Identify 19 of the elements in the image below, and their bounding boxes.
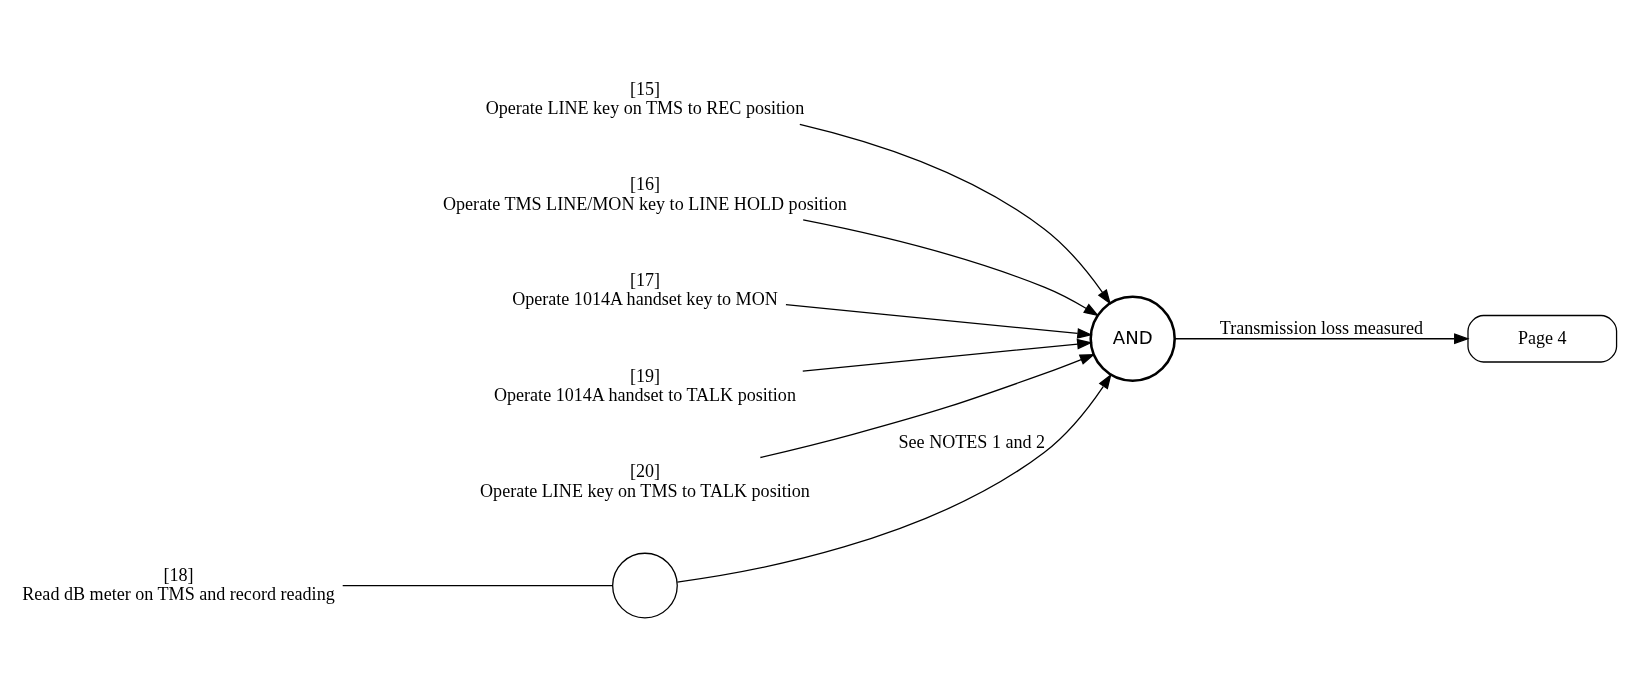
node-text: [16] Operate TMS LINE/MON key to LINE HOLD position <box>443 174 847 214</box>
node-text: [18] Read dB meter on TMS and record reading <box>22 564 335 604</box>
node-text: [20] Operate LINE key on TMS to TALK position <box>480 461 810 501</box>
arrow <box>1174 333 1470 345</box>
node-text: [17] Operate 1014A handset key to MON <box>512 270 778 310</box>
edge-label: Transmission loss measured <box>1219 317 1423 338</box>
node-circle: AND <box>1089 295 1176 383</box>
arrow <box>676 373 1112 583</box>
arrow <box>799 123 1112 305</box>
node-text: [19] Operate 1014A handset to TALK position <box>493 365 796 406</box>
arrow <box>802 219 1100 317</box>
node-circle <box>612 552 678 619</box>
connector <box>342 584 614 587</box>
node-box: Page 4 <box>1467 314 1618 363</box>
arrow <box>785 304 1093 339</box>
node-text: [15] Operate LINE key on TMS to REC position <box>485 78 805 119</box>
arrow <box>759 353 1096 459</box>
arrow <box>802 338 1093 372</box>
edge-label: See NOTES 1 and 2 <box>898 431 1046 452</box>
